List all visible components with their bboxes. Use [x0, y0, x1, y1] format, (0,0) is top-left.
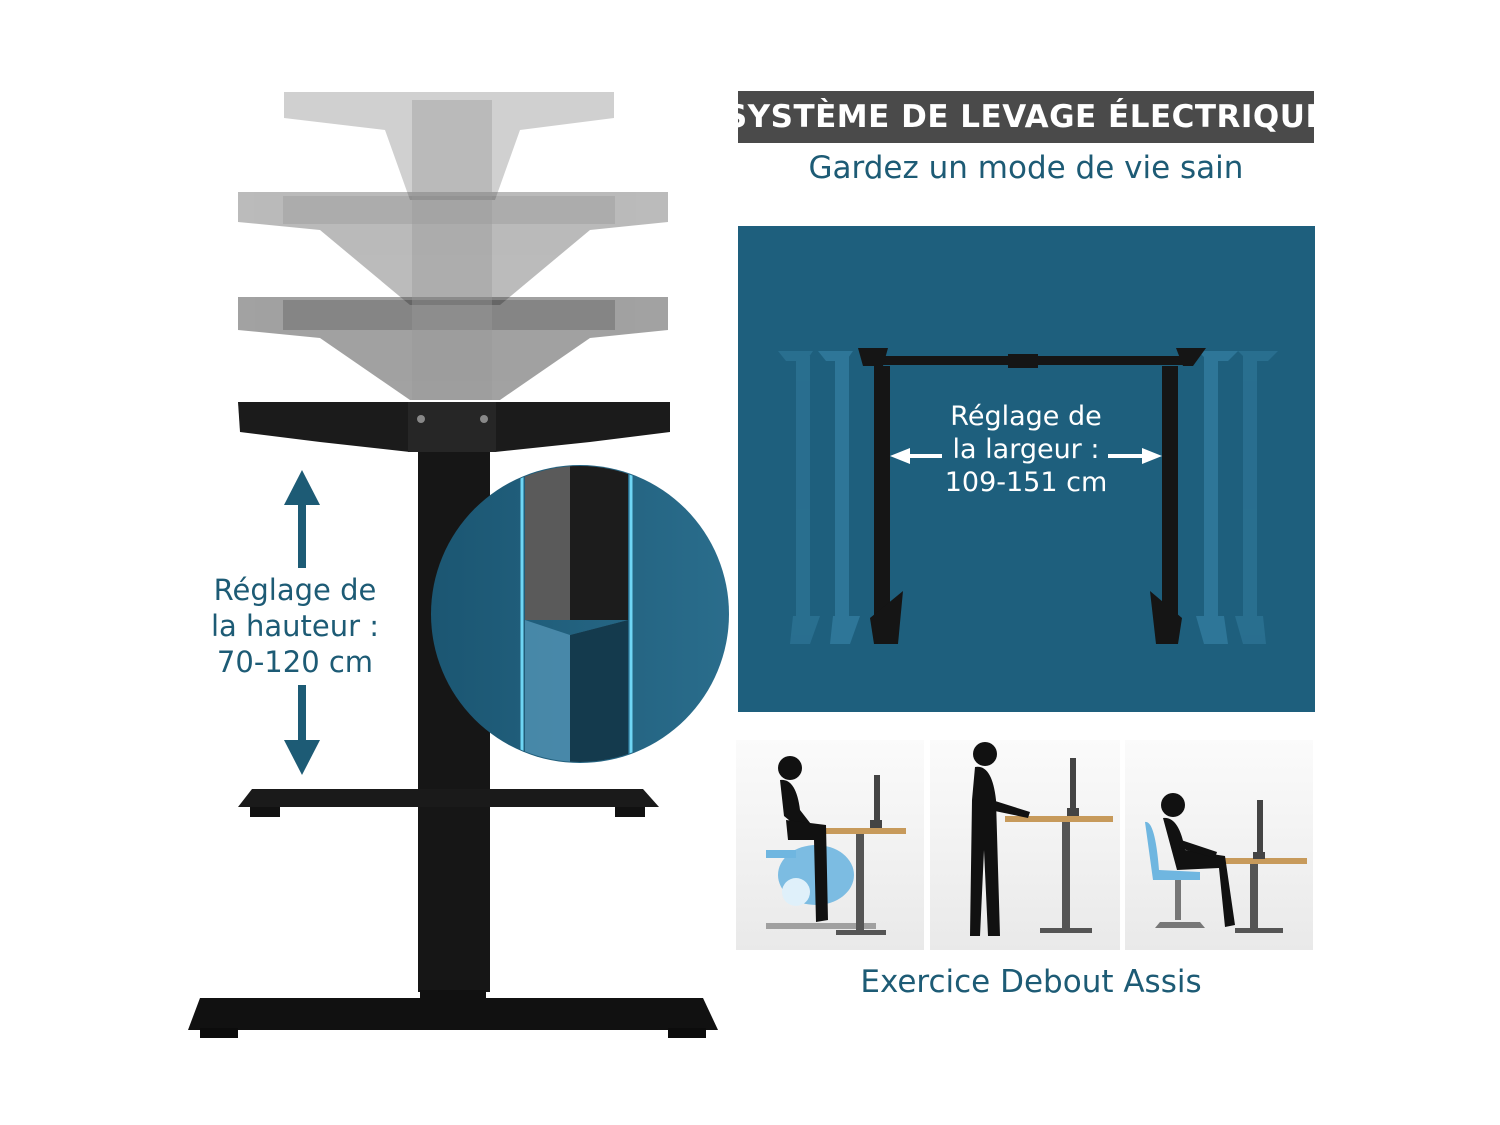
ghost-bracket-2: [238, 192, 668, 305]
person-standing-icon: [970, 742, 1113, 936]
leg-column-lower: [420, 990, 486, 1000]
height-adjustment-label: Réglage de la hauteur : 70-120 cm: [190, 572, 400, 680]
main-top-bracket: [238, 402, 670, 452]
height-label-line3: 70-120 cm: [216, 645, 374, 679]
height-label-line1: Réglage de: [213, 573, 377, 607]
person-on-bike-icon: [766, 756, 906, 935]
width-label-line3: 109-151 cm: [944, 467, 1108, 498]
title-banner: SYSTÈME DE LEVAGE ÉLECTRIQUE: [725, 91, 1327, 143]
person-on-chair-icon: [1145, 793, 1307, 933]
page-subtitle: Gardez un mode de vie sain: [808, 150, 1244, 186]
back-foot: [238, 789, 659, 807]
ghost-bracket-3: [238, 297, 668, 400]
scene-sitting-on-bike: [736, 740, 924, 950]
ghost-bracket-top: [284, 92, 614, 200]
width-label-line2: la largeur :: [952, 434, 1100, 465]
scene-caption: Exercice Debout Assis: [860, 964, 1202, 1000]
scene-standing: [930, 740, 1120, 950]
height-arrow: [284, 470, 320, 775]
width-label-line1: Réglage de: [950, 401, 1102, 432]
desk-frame-height-illustration: [188, 92, 729, 1038]
width-adjustment-label: Réglage de la largeur : 109-151 cm: [918, 400, 1134, 499]
scene-sitting-on-chair: [1125, 740, 1313, 950]
front-foot: [188, 998, 718, 1030]
width-adjustment-panel: [738, 226, 1315, 712]
desk-frame-width-illustration: [778, 348, 1278, 644]
page-title: SYSTÈME DE LEVAGE ÉLECTRIQUE: [724, 99, 1328, 135]
height-label-line2: la hauteur :: [210, 609, 380, 643]
column-zoom-detail: [431, 465, 729, 763]
